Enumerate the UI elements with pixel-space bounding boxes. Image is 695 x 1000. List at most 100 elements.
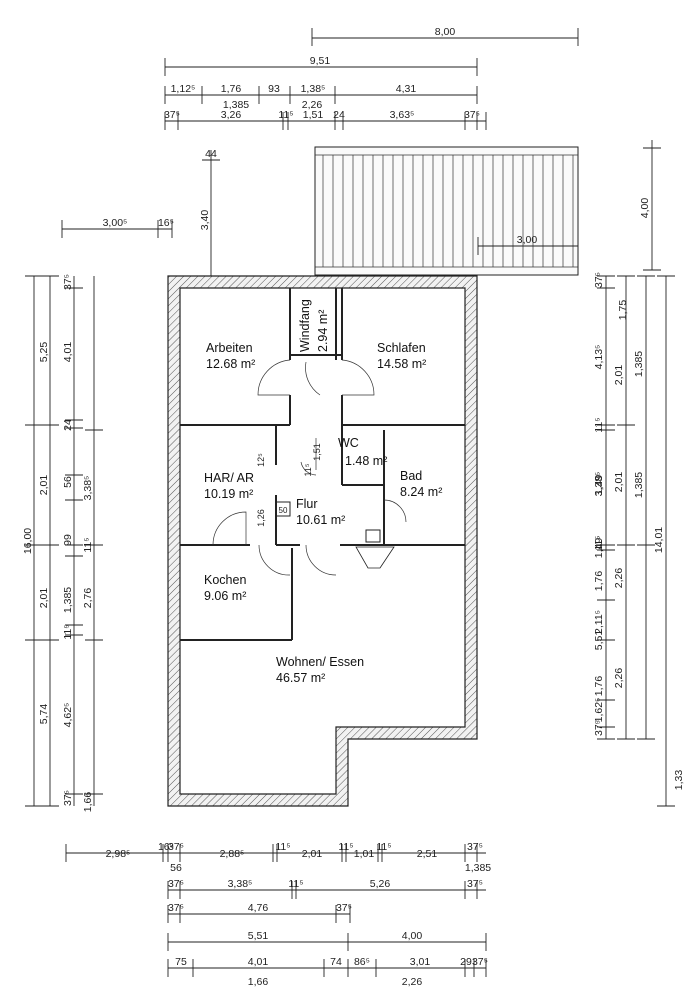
dim-bot-r1-6: 2,01	[302, 848, 323, 860]
bottom-dimensions: 2,98⁵ 16⁵ 37⁵ 2,88⁵ 11⁵ 2,01 11⁵ 1,01 11…	[65, 841, 491, 988]
dim-left-11: 1,385	[62, 587, 74, 613]
dim-top-r2-4: 1,38⁵	[301, 83, 326, 95]
svg-text:1,51: 1,51	[312, 443, 322, 461]
dim-bot-r1-8: 1,01	[354, 848, 375, 860]
dim-top-r3-7: 37⁵	[464, 109, 480, 121]
dim-bot-r5b-1: 1,66	[248, 976, 269, 988]
dim-3-40: 44 3,40	[199, 148, 220, 279]
dim-340: 3,40	[199, 210, 211, 231]
dim-left-17: 2,76	[82, 588, 94, 609]
svg-text:12⁵: 12⁵	[256, 453, 266, 467]
room-kochen-area: 9.06 m²	[204, 589, 246, 603]
dim-bot-r5-5: 3,01	[410, 956, 431, 968]
dim-bot-r5-4: 86⁵	[354, 956, 370, 968]
dim-left-3: 2,01	[38, 475, 50, 496]
dim-165: 16⁵	[158, 217, 174, 229]
left-dimensions: 16,00 5,25 2,01 2,01 5,74 37⁵ 4,01 24 56 99 1,385 1…	[22, 274, 103, 812]
dim-right-13: 1,49	[593, 538, 605, 559]
dim-right-20: 2,26	[613, 568, 625, 589]
dim-bot-r5-3: 74	[330, 956, 342, 968]
dim-left-2: 5,25	[38, 342, 50, 363]
interior-walls	[180, 288, 465, 641]
dim-bot-r3-2: 4,76	[248, 902, 269, 914]
dim-right-7: 37⁵	[593, 272, 605, 288]
room-schlafen-area: 14.58 m²	[377, 357, 426, 371]
dim-right-15: 2,11⁵	[593, 610, 605, 634]
dim-3005: 3,00⁵	[103, 217, 128, 229]
dim-bot-r1b-2: 1,385	[465, 862, 491, 874]
dim-3-005: 3,00⁵ 16⁵	[61, 217, 174, 238]
dim-44: 44	[205, 148, 217, 160]
dim-bot-r1-7: 11⁵	[338, 841, 353, 853]
dim-bot-r4-2: 4,00	[402, 930, 423, 942]
exterior-walls	[167, 275, 478, 807]
dim-bot-r3-3: 37⁵	[336, 902, 352, 914]
dim-left-12: 11⁵	[62, 624, 74, 639]
dim-bot-r5-2: 4,01	[248, 956, 269, 968]
dim-bot-r5b-2: 2,26	[402, 976, 423, 988]
dim-bot-r5-7: 37⁵	[472, 956, 488, 968]
dim-bot-r1-1: 2,98⁵	[106, 848, 131, 860]
room-arbeiten-area: 12.68 m²	[206, 357, 255, 371]
dim-top-r1: 9,51	[310, 55, 331, 67]
dim-top-r2b-1: 1,385	[223, 99, 249, 111]
room-windfang-area: 2.94 m²	[316, 310, 330, 352]
dim-left-8: 24	[62, 419, 74, 431]
dim-left-5: 5,74	[38, 704, 50, 725]
dim-bot-r2-5: 37⁵	[467, 878, 483, 890]
dim-bot-r2-1: 37⁵	[168, 878, 184, 890]
dim-right-22: 1,33	[673, 770, 685, 791]
dim-right-4: 1,75	[617, 300, 629, 321]
dim-right-18: 1,62⁵	[593, 698, 605, 723]
dim-top-r2-5: 4,31	[396, 83, 417, 95]
room-bad-name: Bad	[400, 469, 422, 483]
dim-right-21: 2,26	[613, 668, 625, 689]
dim-left-4: 2,01	[38, 588, 50, 609]
dim-bot-r2-4: 5,26	[370, 878, 391, 890]
dim-left-18: 1,66	[82, 792, 94, 813]
dim-bot-r1-10: 2,51	[417, 848, 438, 860]
dim-bot-r2-2: 3,38⁵	[228, 878, 253, 890]
interior-dims: 1,51 11⁵ 12⁵ 1,26	[256, 438, 322, 527]
room-har-area: 10.19 m²	[204, 487, 253, 501]
dim-top-r2-2: 1,76	[221, 83, 242, 95]
room-windfang-name: Windfang	[298, 299, 312, 352]
room-wohnen-name: Wohnen/ Essen	[276, 655, 364, 669]
dim-left-1: 16,00	[22, 528, 34, 554]
dim-left-13: 4,62⁵	[62, 703, 74, 728]
dim-right-17: 1,76	[593, 676, 605, 697]
terrace-deck: 3,00	[314, 146, 579, 276]
dim-left-6: 37⁵	[62, 274, 74, 290]
dim-right-12: 11⁵	[593, 535, 605, 550]
dim-left-10: 99	[62, 534, 74, 546]
dim-bot-r5-1: 75	[175, 956, 187, 968]
dim-bot-r1-4: 2,88⁵	[220, 848, 245, 860]
dim-bot-r1b-1: 56	[170, 862, 182, 874]
dim-top-r3-4: 1,51	[303, 109, 324, 121]
dim-right-19: 37⁵	[593, 720, 605, 736]
room-flur-name: Flur	[296, 497, 318, 511]
dim-bot-r1-2: 16⁵	[158, 841, 174, 853]
dim-right-14: 1,76	[593, 571, 605, 592]
room-wc-area: 1.48 m²	[345, 454, 387, 468]
dim-left-7: 4,01	[62, 342, 74, 363]
right-dimensions: 14,011,3851,3851,752,012,0137⁵4,13⁵11⁵1,…	[593, 272, 685, 807]
dim-top-r3-6: 3,63⁵	[390, 109, 415, 121]
room-labels: Arbeiten 12.68 m² Windfang 2.94 m² Schla…	[204, 299, 442, 685]
room-wc-name: WC	[338, 436, 359, 450]
dim-bot-r2-3: 11⁵	[288, 878, 303, 890]
dim-left-14: 37⁵	[62, 790, 74, 806]
dim-top-r2-1: 1,12⁵	[171, 83, 196, 95]
dim-right-2: 1,385	[633, 351, 645, 377]
dim-left-9: 56	[62, 476, 74, 488]
dim-top-r3-2: 3,26	[221, 109, 242, 121]
dim-right-8: 4,13⁵	[593, 345, 605, 370]
room-schlafen-name: Schlafen	[377, 341, 426, 355]
dim-4-00: 4,00	[639, 140, 661, 271]
dim-bot-r1-3: 37⁵	[168, 841, 184, 853]
dim-top-r2b-2: 2,26	[302, 99, 323, 111]
room-bad-area: 8.24 m²	[400, 485, 442, 499]
room-har-name: HAR/ AR	[204, 471, 254, 485]
dim-left-15: 3,38⁵	[82, 476, 94, 501]
room-arbeiten-name: Arbeiten	[206, 341, 253, 355]
